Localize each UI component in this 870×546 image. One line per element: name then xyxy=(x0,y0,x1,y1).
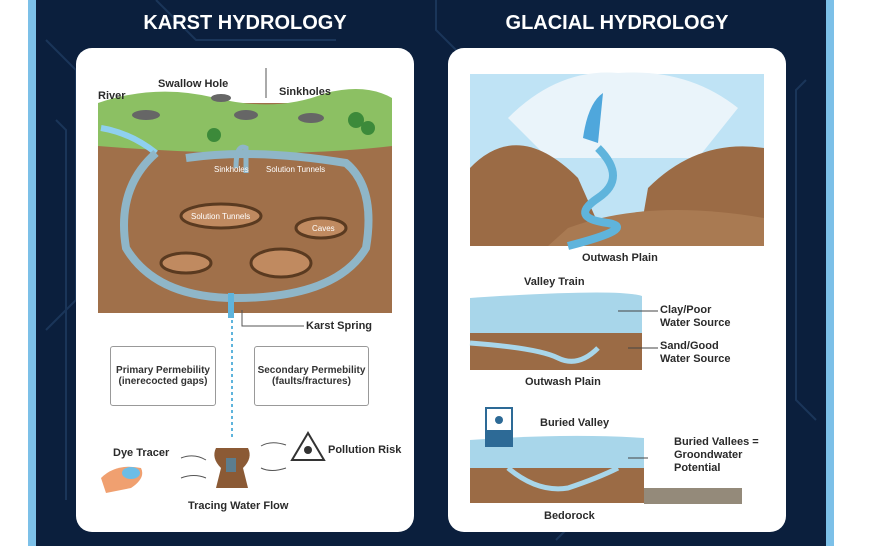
buried-note-line3: Potential xyxy=(674,462,721,474)
left-border-stripe xyxy=(28,0,36,546)
pollution-warning-icon xyxy=(290,431,326,461)
label-karst-spring: Karst Spring xyxy=(306,320,373,332)
clay-line1: Clay/Poor xyxy=(660,304,712,316)
glacial-title: GLACIAL HYDROLOGY xyxy=(505,12,729,34)
label-pollution-risk: Pollution Risk xyxy=(328,444,402,456)
label-dye-tracer: Dye Tracer xyxy=(113,447,170,459)
infographic-panel: KARST HYDROLOGY River xyxy=(36,0,826,546)
label-buried-valley: Buried Valley xyxy=(540,417,610,429)
karst-cave-illustration xyxy=(98,68,392,493)
label-outwash-plain-mid: Outwash Plain xyxy=(525,376,601,388)
label-river: River xyxy=(98,90,126,102)
label-solution-tunnels-mid: Solution Tunnels xyxy=(191,212,251,221)
buried-note-line2: Groondwater xyxy=(674,449,743,461)
primary-line1: Primary Permebility xyxy=(116,365,210,376)
label-caves: Caves xyxy=(312,224,335,233)
label-tracing-water-flow: Tracing Water Flow xyxy=(188,500,289,512)
label-solution-tunnels-top: Solution Tunnels xyxy=(266,165,326,174)
primary-permeability-box: Primary Permebility (inerecocted gaps) xyxy=(110,346,216,406)
primary-line2: (inerecocted gaps) xyxy=(118,376,208,387)
karst-title: KARST HYDROLOGY xyxy=(143,12,347,34)
right-border-stripe xyxy=(826,0,834,546)
glacial-illustration xyxy=(469,72,764,504)
label-valley-train: Valley Train xyxy=(524,276,585,288)
buried-note-line1: Buried Vallees = xyxy=(674,436,759,448)
secondary-permeability-box: Secondary Permebility (faults/fractures) xyxy=(254,346,369,406)
label-inner-sinkholes: Sinkholes xyxy=(214,165,249,174)
label-bedrock: Bedorock xyxy=(544,510,595,522)
label-outwash-plain-top: Outwash Plain xyxy=(582,252,658,264)
sand-line2: Water Source xyxy=(660,353,731,365)
secondary-line1: Secondary Permebility xyxy=(257,365,366,376)
clay-line2: Water Source xyxy=(660,317,731,329)
sand-line1: Sand/Good xyxy=(660,340,719,352)
well-pump-icon xyxy=(485,407,513,447)
karst-card: River Swallow Hole Sinkholes Sinkholes S… xyxy=(76,48,414,532)
label-sinkholes: Sinkholes xyxy=(279,86,331,98)
secondary-line2: (faults/fractures) xyxy=(272,376,351,387)
label-swallow-hole: Swallow Hole xyxy=(158,78,229,90)
